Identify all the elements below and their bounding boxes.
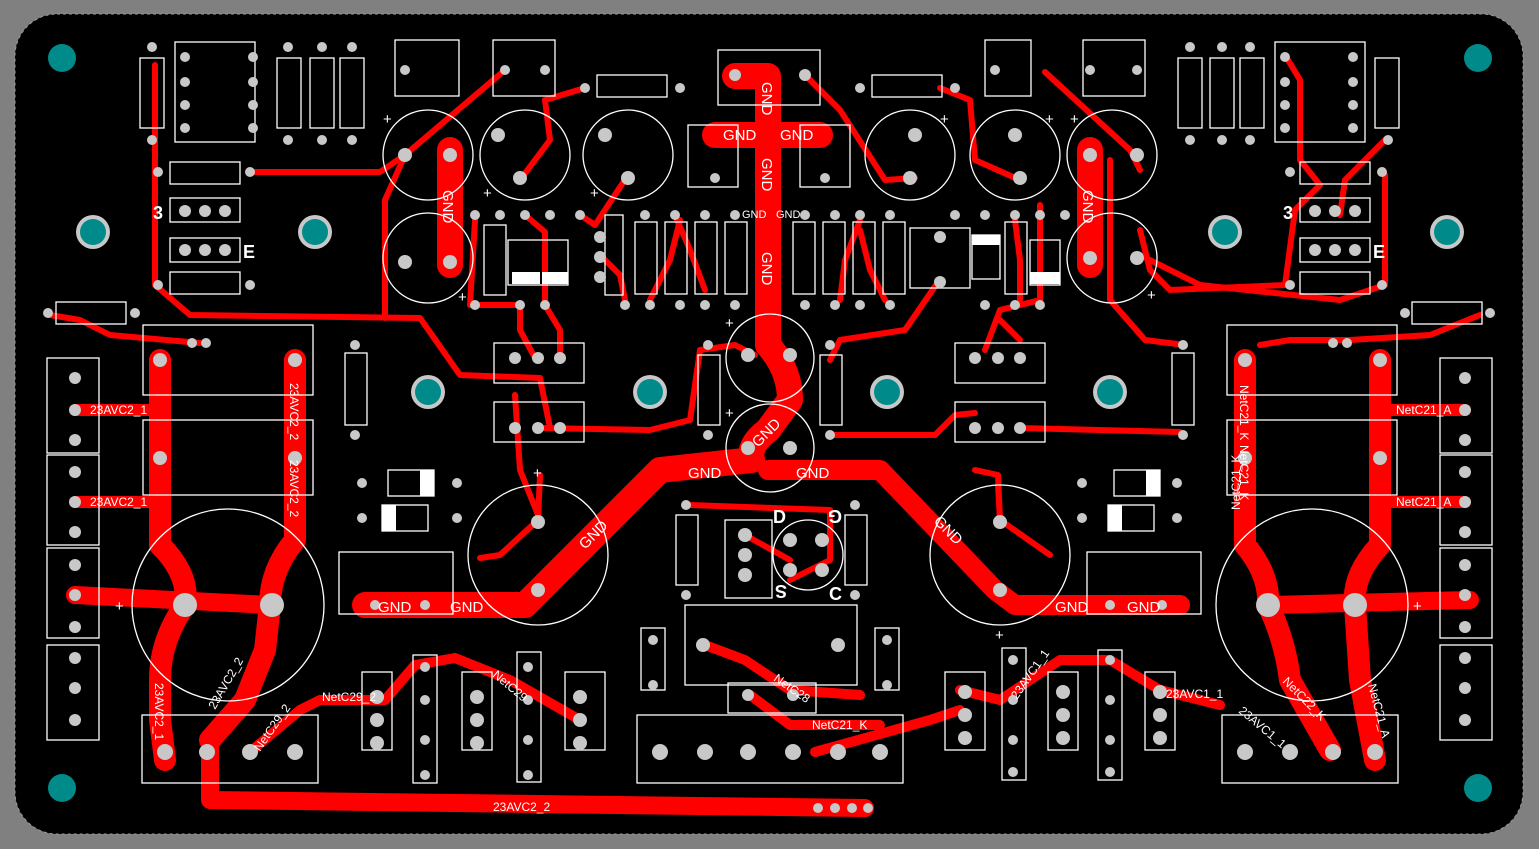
netc21-k-label-a: NetC21_K <box>1237 385 1251 440</box>
plus-mark-2: + <box>483 185 492 202</box>
plus-mark-9: + <box>725 315 734 332</box>
plus-mark-3: + <box>590 185 599 202</box>
plus-mark-14: + <box>1413 598 1422 615</box>
avc2-2-label-b: 23AVC2_2 <box>287 460 301 517</box>
netc21-a-label-a: NetC21_A <box>1396 403 1451 417</box>
avc1-1-label: 23AVC1_1 <box>1166 687 1223 701</box>
through-hole-pads <box>43 42 1495 813</box>
gnd-label-mid-right: GND <box>796 465 830 482</box>
pin-s-mark: S <box>775 581 787 601</box>
gnd-label-cap-right: GND <box>1079 190 1096 224</box>
pin-d-mark: D <box>773 507 786 527</box>
gnd-label-left-top: GND <box>723 127 757 144</box>
plus-mark-5: + <box>1045 111 1054 128</box>
pin-marks: D G S C E 3 3 E + + + + + + + + + + + + … <box>115 111 1422 644</box>
gnd-label-pad-left: GND <box>742 209 767 221</box>
pin-g-mark: G <box>828 506 842 526</box>
gnd-label-bottom-right-1: GND <box>1055 599 1089 616</box>
gnd-label-vert-2: GND <box>758 252 775 286</box>
netc21-k-label-bottom: NetC21_K <box>812 718 867 732</box>
netc21-a-label-b: NetC21_A <box>1396 495 1451 509</box>
polarity-marks <box>382 235 1160 531</box>
avc2-1-label-a: 23AVC2_1 <box>90 403 147 417</box>
avc2-1-label-vert: 23AVC2_1 <box>152 683 166 740</box>
plus-mark-13: + <box>115 598 124 615</box>
gnd-label-pad-right: GND <box>776 209 801 221</box>
gnd-label-right-top: GND <box>780 127 814 144</box>
gnd-label-bottom-left-1: GND <box>378 599 412 616</box>
avc2-1-label-b: 23AVC2_1 <box>90 495 147 509</box>
pin-3-mark-right: 3 <box>1283 203 1293 223</box>
netc21-k-label-c: NetC21_K <box>1229 455 1243 510</box>
gnd-label-mid-left: GND <box>688 465 722 482</box>
gnd-label-vert-1: GND <box>758 158 775 192</box>
plus-mark-6: + <box>1070 111 1079 128</box>
plus-mark-11: + <box>533 465 542 482</box>
gnd-label-top: GND <box>758 82 775 116</box>
pin-e-mark-left: E <box>243 242 255 262</box>
mounting-holes <box>48 44 1492 802</box>
plus-mark-1: + <box>383 111 392 128</box>
netc21-k-label-b: NetC21_K <box>1237 445 1251 500</box>
plus-mark-4: + <box>940 111 949 128</box>
gnd-label-bottom-right-2: GND <box>1127 599 1161 616</box>
gnd-label-cap-left: GND <box>439 190 456 224</box>
plus-mark-8: + <box>1147 287 1156 304</box>
gnd-label-bottom-left-2: GND <box>450 599 484 616</box>
pin-e-mark-right: E <box>1373 242 1385 262</box>
pin-c-mark: C <box>829 584 842 604</box>
plus-mark-7: + <box>458 289 467 306</box>
plus-mark-12: + <box>995 627 1004 644</box>
avc2-2-label-a: 23AVC2_2 <box>287 383 301 440</box>
silkscreen-outlines <box>46 39 1493 784</box>
plus-mark-10: + <box>725 405 734 422</box>
avc2-2-label-bottom: 23AVC2_2 <box>493 800 550 814</box>
netc29-label: NetC29_2 <box>322 690 376 704</box>
pin-3-mark-left: 3 <box>153 203 163 223</box>
